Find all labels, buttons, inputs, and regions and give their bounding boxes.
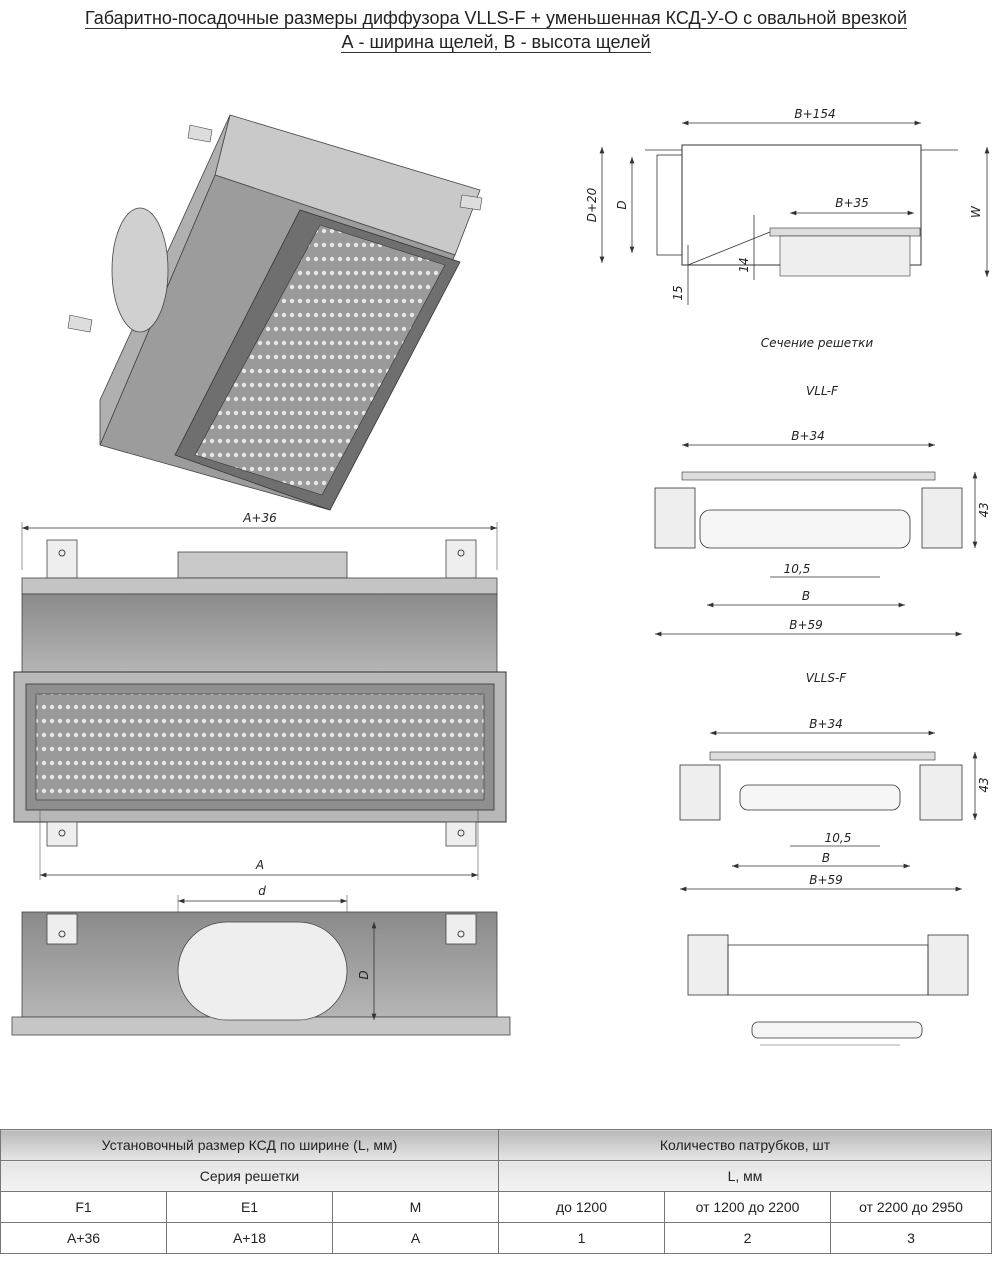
front-view: A+36 A bbox=[13, 511, 507, 880]
dim-10-5: 10,5 bbox=[784, 562, 811, 576]
section-caption: Сечение решетки bbox=[761, 336, 874, 350]
cell: A+36 bbox=[0, 1222, 167, 1254]
dim-b: B bbox=[822, 851, 830, 865]
col-2200-2950: от 2200 до 2950 bbox=[830, 1191, 992, 1223]
dim-a-plus-36: A+36 bbox=[242, 511, 277, 525]
specs-table: Установочный размер КСД по ширине (L, мм… bbox=[0, 1129, 992, 1254]
table-header-row: Установочный размер КСД по ширине (L, мм… bbox=[0, 1129, 992, 1161]
dim-10-5: 10,5 bbox=[825, 831, 852, 845]
col-m: M bbox=[332, 1191, 499, 1223]
cell: A+18 bbox=[166, 1222, 333, 1254]
bottom-view: d D bbox=[11, 884, 511, 1036]
vlls-f-label: VLLS-F bbox=[806, 671, 848, 685]
col-upto-1200: до 1200 bbox=[498, 1191, 665, 1223]
cell: 3 bbox=[830, 1222, 992, 1254]
dim-d-plus-20: D+20 bbox=[585, 187, 599, 222]
vlls-f-section: VLLS-F B+34 43 10,5 B B+59 bbox=[679, 671, 991, 892]
col-f1: F1 bbox=[0, 1191, 167, 1223]
subheader-left: Серия решетки bbox=[0, 1160, 499, 1192]
exploded-detail bbox=[687, 934, 969, 1046]
dim-14: 14 bbox=[737, 257, 751, 272]
cell: 2 bbox=[664, 1222, 831, 1254]
dim-b-plus-34: B+34 bbox=[791, 429, 825, 443]
header-left: Установочный размер КСД по ширине (L, мм… bbox=[0, 1129, 499, 1161]
col-e1: E1 bbox=[166, 1191, 333, 1223]
dim-d-height: D bbox=[357, 970, 371, 979]
vll-f-section: VLL-F B+34 43 10,5 B B+59 bbox=[654, 384, 991, 637]
table-columns-row: F1 E1 M до 1200 от 1200 до 2200 от 2200 … bbox=[0, 1191, 992, 1223]
dim-b-plus-59: B+59 bbox=[789, 618, 823, 632]
dim-d: D bbox=[615, 200, 629, 209]
title-line-2: А - ширина щелей, В - высота щелей bbox=[341, 32, 651, 53]
header-right: Количество патрубков, шт bbox=[498, 1129, 992, 1161]
dim-43: 43 bbox=[977, 502, 991, 517]
dim-b-plus-35: B+35 bbox=[835, 196, 869, 210]
subheader-right: L, мм bbox=[498, 1160, 992, 1192]
dim-b-plus-59: B+59 bbox=[809, 873, 843, 887]
title-line-1: Габаритно-посадочные размеры диффузора V… bbox=[84, 8, 907, 29]
table-subheader-row: Серия решетки L, мм bbox=[0, 1160, 992, 1192]
dim-b: B bbox=[802, 589, 810, 603]
col-1200-2200: от 1200 до 2200 bbox=[664, 1191, 831, 1223]
table-row: A+36 A+18 A 1 2 3 bbox=[0, 1222, 992, 1254]
dim-b-plus-154: B+154 bbox=[794, 107, 835, 121]
cell: A bbox=[332, 1222, 499, 1254]
dim-43: 43 bbox=[977, 777, 991, 792]
dim-d-width: d bbox=[258, 884, 266, 898]
dim-b-plus-34: B+34 bbox=[809, 717, 843, 731]
dim-a: A bbox=[255, 858, 264, 872]
cell: 1 bbox=[498, 1222, 665, 1254]
dim-w: W bbox=[969, 205, 983, 218]
dim-15: 15 bbox=[671, 285, 685, 300]
isometric-view bbox=[67, 114, 483, 511]
side-section: B+154 B+35 D+20 D W 14 15 bbox=[585, 107, 990, 305]
vll-f-label: VLL-F bbox=[806, 384, 839, 398]
